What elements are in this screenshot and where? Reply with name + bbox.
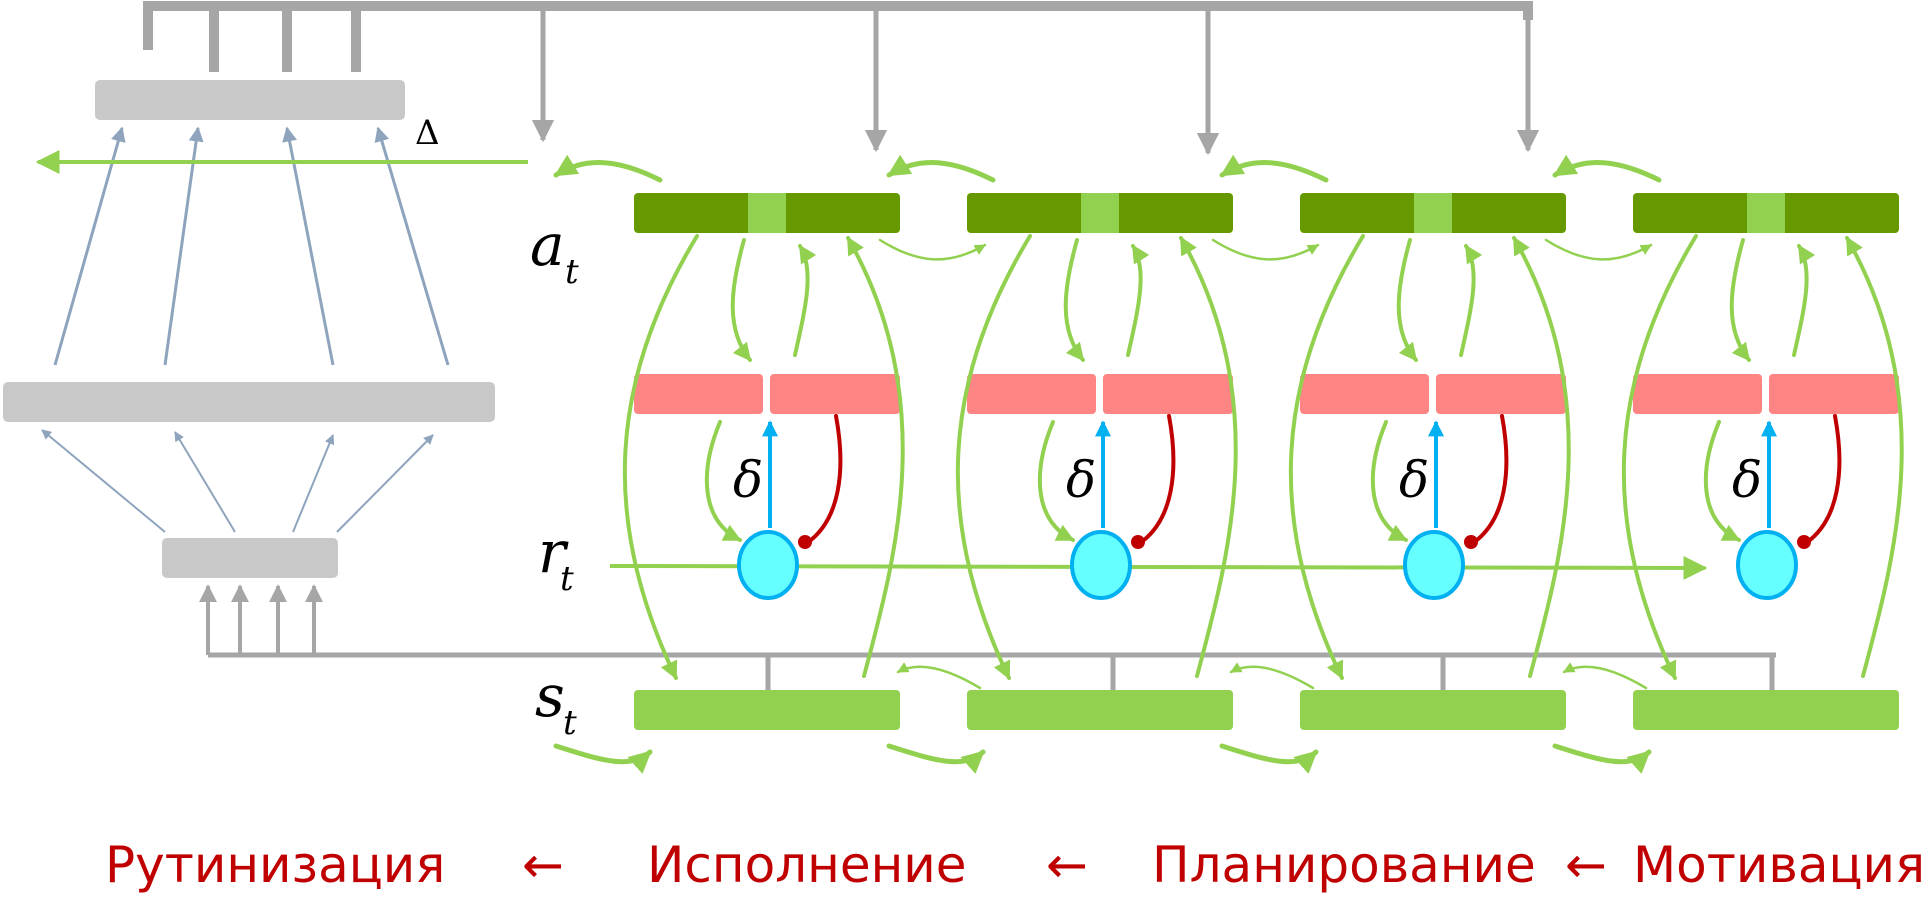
bottom-to-middle-arrows bbox=[41, 429, 434, 533]
delta-lower-label: δ bbox=[1066, 451, 1096, 509]
state-input-arrows bbox=[199, 584, 323, 655]
action-transition-arrow bbox=[1544, 238, 1653, 261]
delta-lower-label: δ bbox=[1732, 451, 1762, 509]
state-entry-arrow bbox=[1219, 743, 1319, 774]
inhibitory-dot bbox=[1797, 535, 1811, 549]
action-to-critic-arrow bbox=[1396, 238, 1418, 362]
delta-upper-label: Δ bbox=[415, 113, 440, 153]
s-label: s bbox=[535, 662, 565, 730]
stage-motivation: Мотивация bbox=[1633, 836, 1924, 894]
state-bar bbox=[1633, 690, 1899, 730]
action-entry-arrow bbox=[1219, 154, 1329, 183]
a-label: a bbox=[530, 211, 565, 279]
action-entry-arrow bbox=[1552, 154, 1662, 183]
critic-to-action-arrow bbox=[1459, 244, 1483, 357]
bottom-gray-block bbox=[162, 538, 338, 578]
action-to-critic-arrow bbox=[1729, 238, 1751, 362]
critic-to-reward-arrow bbox=[1037, 420, 1075, 542]
critic-to-action-arrow bbox=[793, 244, 817, 357]
action-entry-arrow bbox=[886, 154, 996, 183]
state-transition-arrow bbox=[1229, 662, 1315, 690]
delta-lower-label: δ bbox=[1399, 451, 1429, 509]
action-bar-center bbox=[1081, 193, 1119, 233]
a-subscript: t bbox=[565, 252, 579, 292]
module-4: δ bbox=[1552, 154, 1904, 774]
action-bar-center bbox=[1747, 193, 1785, 233]
inhibitory-dot bbox=[798, 535, 812, 549]
module-2: δ bbox=[886, 154, 1320, 774]
action-to-state-arrow bbox=[622, 234, 699, 680]
reward-node bbox=[737, 530, 799, 600]
state-entry-arrow bbox=[1552, 743, 1652, 774]
action-bar-center bbox=[748, 193, 786, 233]
middle-to-top-arrows bbox=[53, 126, 450, 366]
stage-execution: Исполнение bbox=[647, 836, 967, 894]
delta-lower-label: δ bbox=[733, 451, 763, 509]
module-1: δ bbox=[553, 154, 987, 774]
state-bar bbox=[967, 690, 1233, 730]
state-transition-arrow bbox=[896, 662, 982, 690]
critic-bar-right bbox=[1769, 374, 1899, 414]
stage-routinization: Рутинизация bbox=[105, 836, 445, 894]
inhibitory-link bbox=[805, 414, 843, 545]
critic-bar-left bbox=[967, 374, 1096, 414]
critic-bar-left bbox=[1633, 374, 1762, 414]
top-bus-stubs bbox=[209, 8, 361, 72]
action-to-critic-arrow bbox=[730, 238, 752, 362]
reward-node bbox=[1736, 530, 1798, 600]
critic-to-action-arrow bbox=[1792, 244, 1816, 357]
state-to-action-arrow bbox=[1845, 236, 1904, 678]
inhibitory-dot bbox=[1131, 535, 1145, 549]
state-bus bbox=[208, 652, 1776, 690]
top-gray-block bbox=[95, 80, 405, 120]
action-bar-center bbox=[1414, 193, 1452, 233]
state-to-action-arrow bbox=[1512, 236, 1571, 678]
critic-bar-left bbox=[1300, 374, 1429, 414]
critic-to-reward-arrow bbox=[1703, 420, 1741, 542]
module-3: δ bbox=[1219, 154, 1653, 774]
hierarchy-panel: Δ bbox=[3, 8, 528, 655]
inhibitory-link bbox=[1138, 414, 1176, 545]
critic-to-action-arrow bbox=[1126, 244, 1150, 357]
action-to-critic-arrow bbox=[1063, 238, 1085, 362]
state-bar bbox=[634, 690, 900, 730]
action-transition-arrow bbox=[878, 238, 987, 261]
critic-bar-right bbox=[1436, 374, 1566, 414]
state-transition-arrow bbox=[1562, 662, 1648, 690]
action-transition-arrow bbox=[1211, 238, 1320, 261]
action-to-state-arrow bbox=[1621, 234, 1698, 680]
critic-to-reward-arrow bbox=[704, 420, 742, 542]
state-bar bbox=[1300, 690, 1566, 730]
inhibitory-dot bbox=[1464, 535, 1478, 549]
action-to-state-arrow bbox=[955, 234, 1032, 680]
stage-arrow-1: ← bbox=[522, 836, 564, 894]
state-to-action-arrow bbox=[846, 236, 905, 678]
state-entry-arrow bbox=[553, 743, 653, 774]
state-entry-arrow bbox=[886, 743, 986, 774]
reward-node bbox=[1403, 530, 1465, 600]
stage-planning: Планирование bbox=[1152, 836, 1536, 894]
action-to-state-arrow bbox=[1288, 234, 1365, 680]
critic-to-reward-arrow bbox=[1370, 420, 1408, 542]
s-subscript: t bbox=[563, 703, 577, 743]
r-subscript: t bbox=[560, 559, 574, 599]
stage-arrow-3: ← bbox=[1565, 836, 1607, 894]
reward-node bbox=[1070, 530, 1132, 600]
top-feedback-bus bbox=[143, 1, 1540, 156]
critic-bar-right bbox=[1103, 374, 1233, 414]
inhibitory-link bbox=[1471, 414, 1509, 545]
row-labels: a t r t s t bbox=[530, 211, 579, 743]
critic-bar-left bbox=[634, 374, 763, 414]
stage-arrow-2: ← bbox=[1046, 836, 1088, 894]
state-to-action-arrow bbox=[1179, 236, 1238, 678]
critic-bar-right bbox=[770, 374, 900, 414]
stage-caption: Рутинизация ← Исполнение ← Планирование … bbox=[105, 836, 1924, 894]
action-entry-arrow bbox=[553, 154, 663, 183]
middle-gray-block bbox=[3, 382, 495, 422]
inhibitory-link bbox=[1804, 414, 1842, 545]
r-label: r bbox=[538, 518, 569, 586]
